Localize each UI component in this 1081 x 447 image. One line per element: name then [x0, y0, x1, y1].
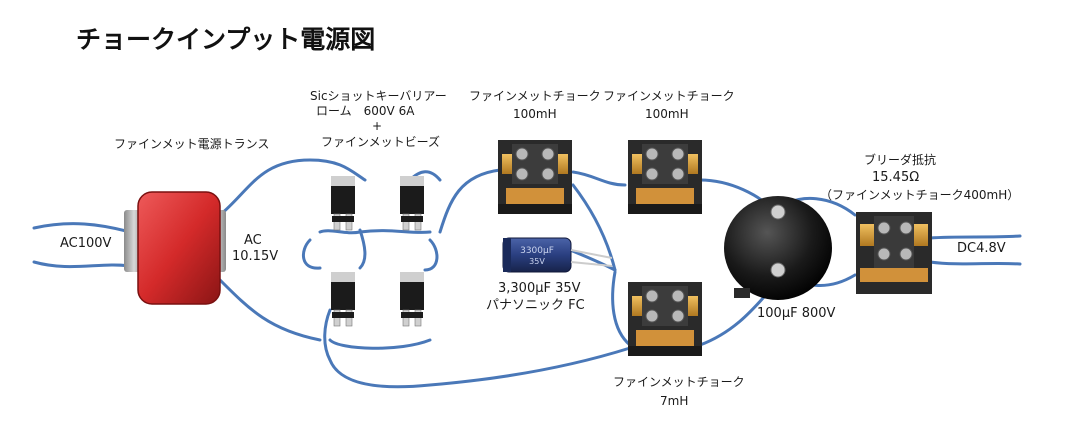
power-transformer-icon [124, 191, 226, 305]
choke-3-icon [627, 281, 703, 357]
ac-input-label: AC100V [60, 236, 112, 251]
bleeder-label-line3: （ファインメットチョーク400mH） [820, 188, 1020, 202]
choke3-label-line1: ファインメットチョーク [613, 375, 745, 389]
ac-output-label-line1: AC [244, 233, 262, 248]
diode-bottom-right-icon [399, 271, 425, 327]
cap1-label-line2: パナソニック FC [486, 298, 585, 313]
choke2-label-line2: 100mH [645, 107, 689, 121]
diode-top-right-icon [399, 175, 425, 231]
cap1-marking-voltage: 35V [529, 257, 545, 266]
wires [32, 158, 1022, 389]
cap1-marking-value: 3300μF [520, 246, 554, 256]
diode-label-line1: Sicショットキーバリアー [310, 89, 447, 103]
choke2-label-line1: ファインメットチョーク [603, 89, 735, 103]
choke-1-icon [497, 139, 573, 215]
bleeder-choke-icon [856, 212, 932, 294]
transformer-label: ファインメット電源トランス [114, 137, 270, 151]
choke-2-icon [627, 139, 703, 215]
diode-top-left-icon [330, 175, 356, 231]
choke1-label-line1: ファインメットチョーク [469, 89, 601, 103]
bleeder-label-line1: ブリーダ抵抗 [864, 153, 937, 167]
diode-bottom-left-icon [330, 271, 356, 327]
ac-output-label-line2: 10.15V [232, 249, 279, 264]
diode-label-line4: ファインメットビーズ [321, 135, 441, 149]
cap1-label-line1: 3,300μF 35V [498, 281, 581, 296]
cap2-label: 100μF 800V [757, 306, 836, 321]
bleeder-label-line2: 15.45Ω [872, 170, 920, 185]
diode-label-line2: ローム 600V 6A [316, 104, 415, 118]
diagram-title: チョークインプット電源図 [76, 25, 376, 54]
capacitor-100uf-icon [724, 196, 832, 300]
diode-label-line3: + [372, 119, 383, 133]
capacitor-3300uf-icon: 3300μF 35V [502, 237, 613, 273]
dc-output-label: DC4.8V [957, 241, 1006, 256]
choke3-label-line2: 7mH [660, 394, 689, 408]
choke1-label-line2: 100mH [513, 107, 557, 121]
